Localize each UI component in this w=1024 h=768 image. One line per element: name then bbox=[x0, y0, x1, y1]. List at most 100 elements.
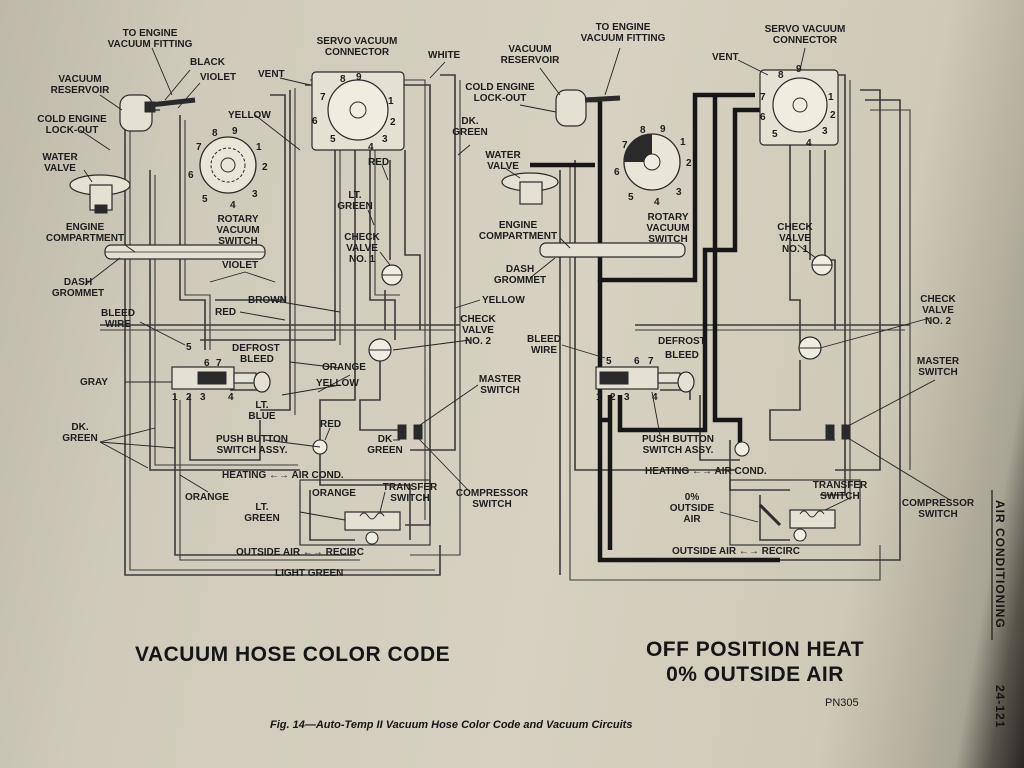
label-vent: VENT bbox=[258, 69, 285, 80]
rotary-number: 1 bbox=[680, 137, 686, 148]
switch-pin: 1 bbox=[172, 392, 178, 403]
switch-pin: 5 bbox=[186, 342, 192, 353]
left-switch-pins: 5 6 7 1 2 3 4 bbox=[172, 342, 234, 403]
figure-caption: Fig. 14—Auto-Temp II Vacuum Hose Color C… bbox=[270, 719, 632, 731]
label-heating: HEATING ←→ AIR COND. bbox=[645, 466, 767, 477]
rotary-number: 6 bbox=[188, 170, 194, 181]
left-vacuum-reservoir bbox=[119, 94, 196, 132]
rotary-number: 6 bbox=[614, 167, 620, 178]
left-check-valve-1 bbox=[381, 264, 403, 286]
left-rotary-numbers: 7 8 9 1 6 2 5 4 3 bbox=[188, 126, 268, 211]
rotary-number: 8 bbox=[640, 125, 646, 136]
label-red-top: RED bbox=[368, 157, 389, 168]
label-red-mid: RED bbox=[215, 307, 236, 318]
side-section-tab: AIR CONDITIONING 24-121 bbox=[991, 490, 1007, 728]
rotary-number: 2 bbox=[262, 162, 268, 173]
label-defrost: DEFROST bbox=[232, 343, 280, 354]
right-vacuum-reservoir bbox=[555, 89, 621, 127]
label-dk-green: DK.GREEN bbox=[62, 422, 98, 444]
pin-label: 2 bbox=[830, 110, 836, 121]
rotary-number: 5 bbox=[628, 192, 634, 203]
left-water-valve bbox=[69, 174, 131, 214]
label-dk-green-right: DK.GREEN bbox=[452, 116, 488, 138]
pin-label: 7 bbox=[320, 92, 326, 103]
label-outside-air-recirc: OUTSIDE AIR ←→ RECIRC bbox=[672, 546, 800, 557]
switch-pin: 1 bbox=[596, 392, 602, 403]
pin-label: 3 bbox=[822, 126, 828, 137]
switch-pin: 5 bbox=[606, 356, 612, 367]
label-brown: BROWN bbox=[248, 295, 287, 306]
label-vent: VENT bbox=[712, 52, 739, 63]
switch-pin: 7 bbox=[216, 358, 222, 369]
left-push-button-switch bbox=[171, 366, 271, 393]
left-transfer-switch bbox=[299, 479, 431, 546]
pin-label: 3 bbox=[382, 134, 388, 145]
rotary-number: 4 bbox=[230, 200, 236, 211]
switch-pin: 3 bbox=[200, 392, 206, 403]
switch-pin: 3 bbox=[624, 392, 630, 403]
label-defrost: DEFROST bbox=[658, 336, 706, 347]
right-vacuum-motor bbox=[734, 441, 750, 457]
left-connector-pins: 8 9 7 1 6 2 5 3 4 bbox=[312, 72, 396, 153]
label-lt-green-low: LT.GREEN bbox=[244, 502, 280, 524]
pin-label: 6 bbox=[760, 112, 766, 123]
pin-label: 2 bbox=[390, 117, 396, 128]
label-red-low: RED bbox=[320, 419, 341, 430]
switch-pin: 6 bbox=[204, 358, 210, 369]
right-connector-pins: 8 9 7 1 6 2 5 3 4 bbox=[760, 64, 836, 149]
label-outside-air-recirc: OUTSIDE AIR ←→ RECIRC bbox=[236, 547, 364, 558]
pin-label: 7 bbox=[760, 92, 766, 103]
rotary-number: 4 bbox=[654, 197, 660, 208]
rotary-number: 5 bbox=[202, 194, 208, 205]
switch-pin: 7 bbox=[648, 356, 654, 367]
switch-pin: 2 bbox=[610, 392, 616, 403]
page-number: 24-121 bbox=[993, 685, 1007, 728]
right-transfer-switch bbox=[729, 479, 861, 546]
pin-label: 9 bbox=[356, 72, 362, 83]
label-yellow-top: YELLOW bbox=[228, 110, 271, 121]
label-black: BLACK bbox=[190, 57, 226, 68]
rotary-number: 9 bbox=[232, 126, 238, 137]
rotary-number: 7 bbox=[622, 140, 628, 151]
label-bleed: BLEED bbox=[665, 350, 699, 361]
right-leader-lines bbox=[504, 47, 951, 523]
label-heating: HEATING ←→ AIR COND. bbox=[222, 470, 344, 481]
rotary-number: 9 bbox=[660, 124, 666, 135]
right-rotary-vacuum-switch bbox=[623, 133, 681, 191]
right-rotary-numbers: 7 8 9 1 6 2 5 4 3 bbox=[614, 124, 692, 208]
pin-label: 1 bbox=[388, 96, 394, 107]
left-leader-lines bbox=[79, 47, 481, 521]
switch-pin: 2 bbox=[186, 392, 192, 403]
left-master-switch bbox=[397, 424, 423, 440]
right-water-valve bbox=[501, 172, 559, 205]
